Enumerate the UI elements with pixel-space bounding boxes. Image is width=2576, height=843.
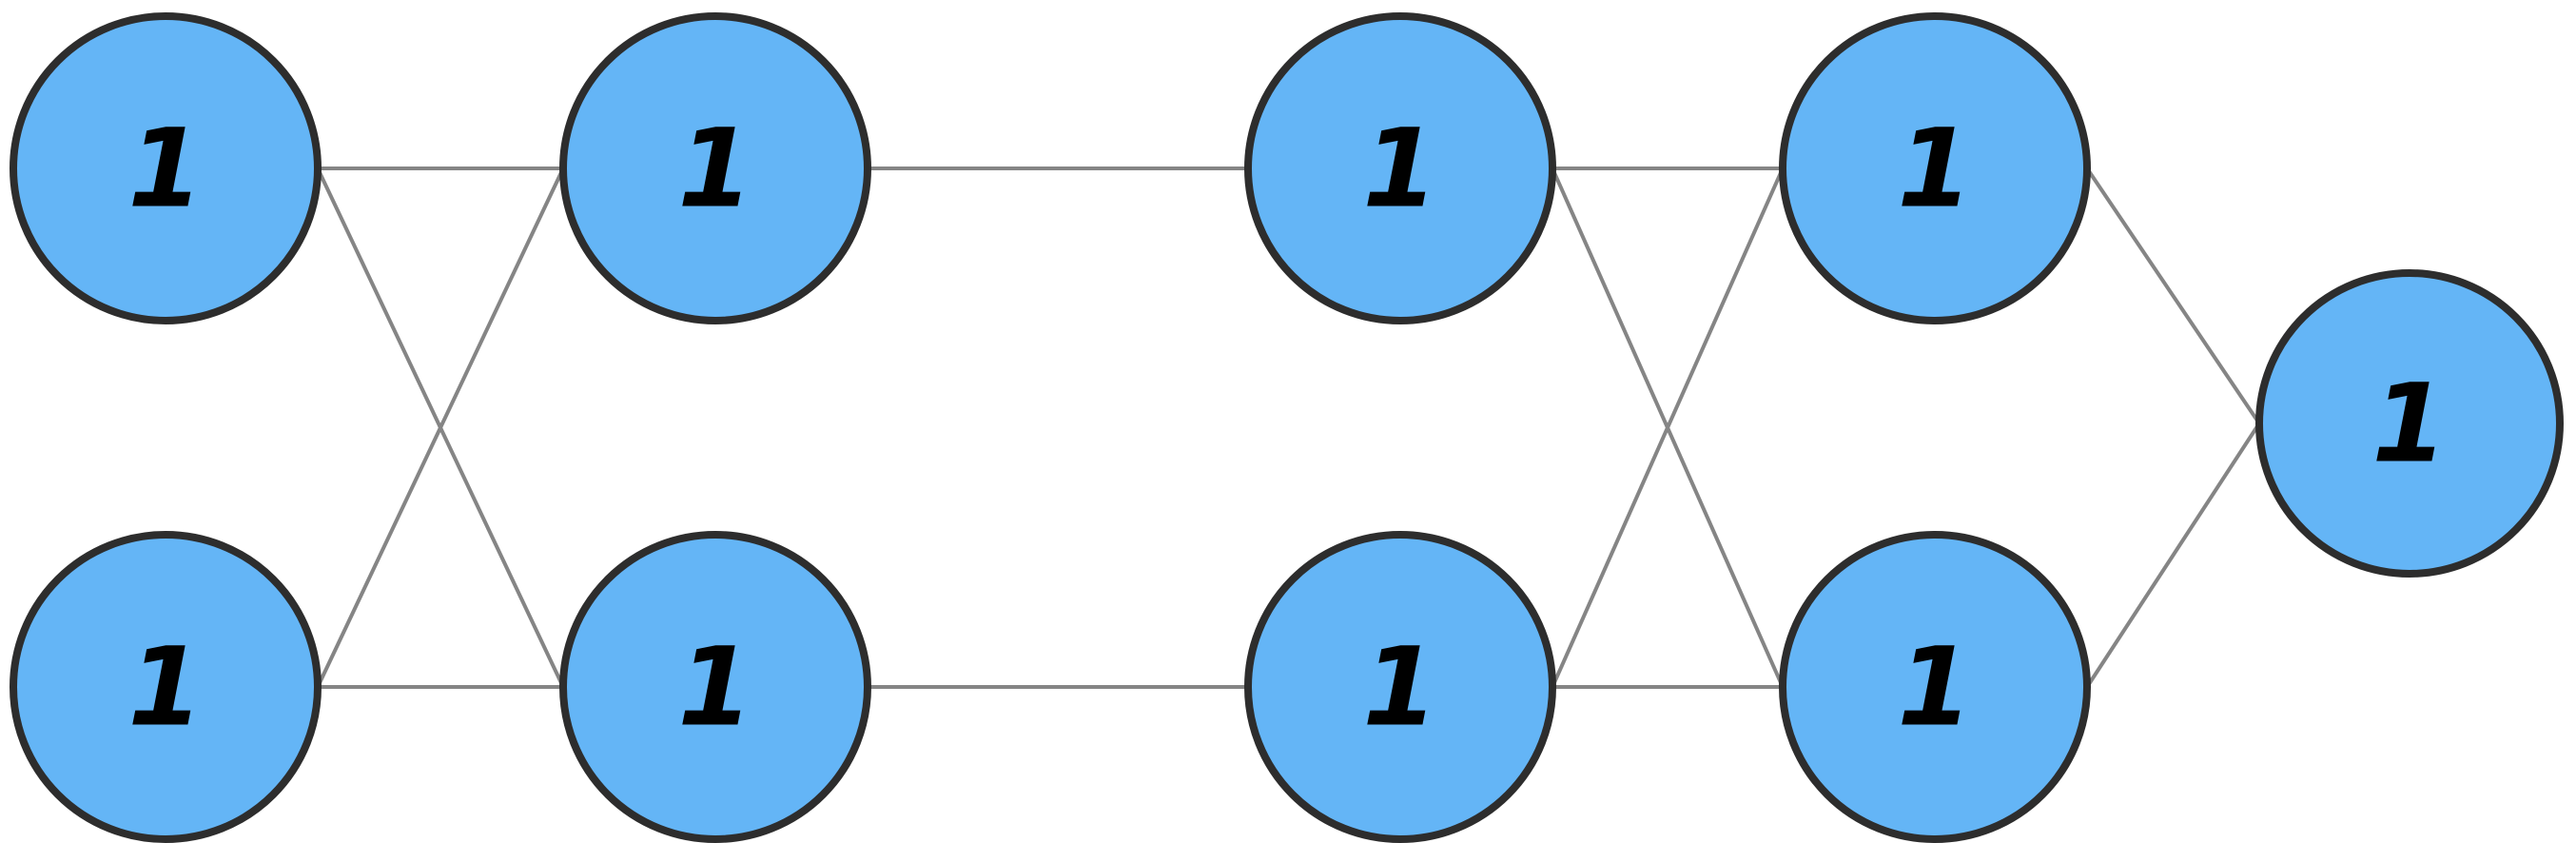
node-circle[interactable] — [10, 12, 322, 324]
node-label: 1 — [677, 624, 752, 751]
graph-node-bottom-4[interactable]: 1 — [1779, 531, 2091, 843]
node-circle[interactable] — [10, 531, 322, 843]
node-circle[interactable] — [1779, 12, 2091, 324]
node-circle[interactable] — [559, 531, 871, 843]
node-circle[interactable] — [559, 12, 871, 324]
graph-edge-bottom-4-right-1 — [2085, 422, 2261, 689]
graph-node-top-4[interactable]: 1 — [1779, 12, 2091, 324]
graph-node-bottom-3[interactable]: 1 — [1244, 531, 1556, 843]
graph-node-top-1[interactable]: 1 — [10, 12, 322, 324]
graph-node-bottom-2[interactable]: 1 — [559, 531, 871, 843]
node-label: 1 — [1362, 624, 1437, 751]
node-label: 1 — [127, 106, 203, 232]
graph-edge-bottom-3-top-4 — [1551, 167, 1785, 688]
node-circle[interactable] — [1244, 12, 1556, 324]
graph-node-bottom-1[interactable]: 1 — [10, 531, 322, 843]
node-circle[interactable] — [1779, 531, 2091, 843]
node-label: 1 — [677, 106, 752, 232]
node-label: 1 — [1362, 106, 1437, 232]
node-circle[interactable] — [1244, 531, 1556, 843]
node-label: 1 — [2371, 361, 2447, 487]
node-label: 1 — [127, 624, 203, 751]
graph-edge-bottom-1-top-2 — [316, 167, 565, 688]
node-label: 1 — [1897, 106, 1972, 232]
graph-edge-top-4-right-1 — [2085, 167, 2261, 425]
node-circle[interactable] — [2255, 269, 2564, 578]
node-label: 1 — [1897, 624, 1972, 751]
graph-node-right-1[interactable]: 1 — [2255, 269, 2564, 578]
graph-node-top-3[interactable]: 1 — [1244, 12, 1556, 324]
graph-node-top-2[interactable]: 1 — [559, 12, 871, 324]
